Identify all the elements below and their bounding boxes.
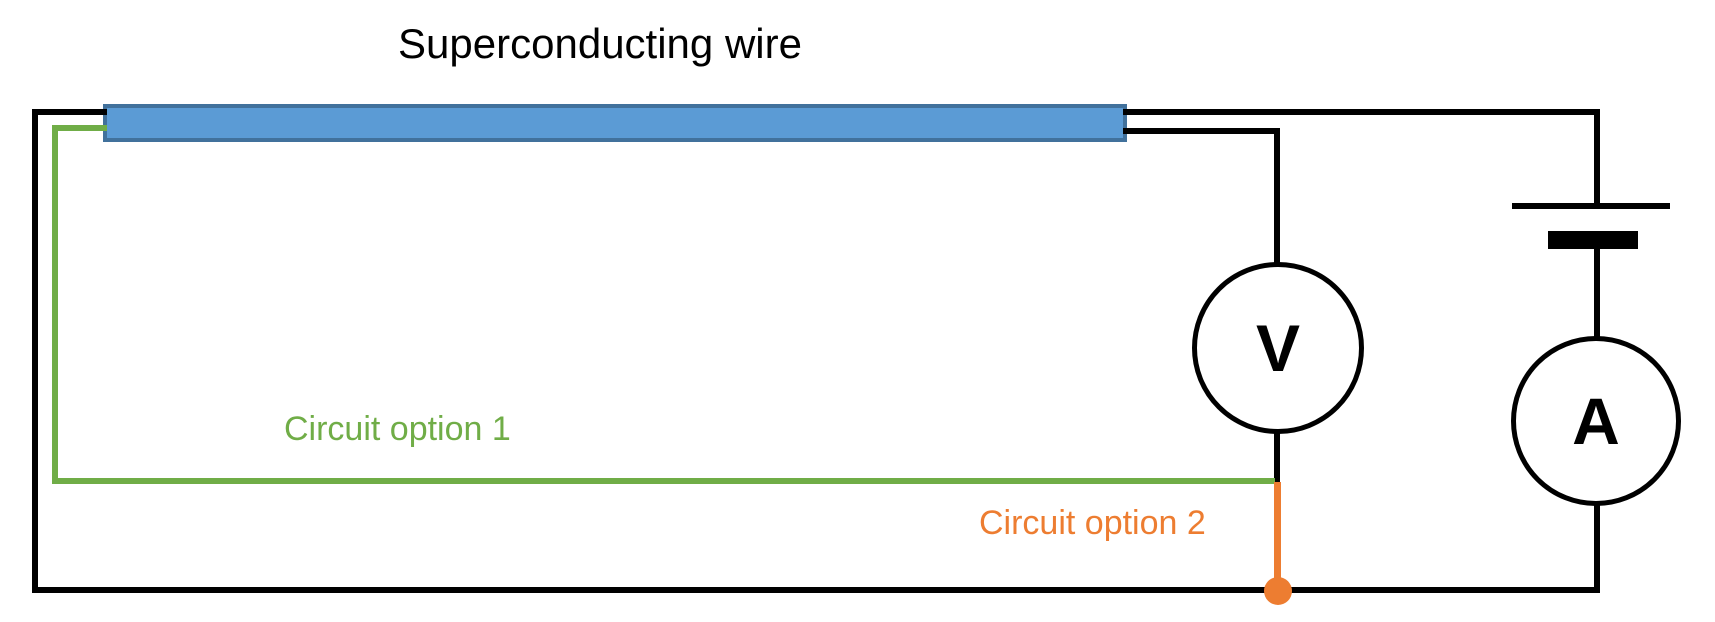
- wire-voltmeter-bottom-lead: [1274, 432, 1280, 484]
- wire-battery-to-ammeter: [1594, 249, 1600, 338]
- green-wire-left-vertical: [52, 125, 58, 484]
- junction-node-icon: [1264, 577, 1292, 605]
- battery-short-plate: [1548, 231, 1638, 249]
- wire-voltmeter-branch-vertical: [1274, 128, 1280, 264]
- wire-bottom-horizontal: [32, 587, 1600, 593]
- superconducting-wire-bar: [103, 104, 1127, 142]
- wire-top-right-horizontal: [1123, 109, 1600, 115]
- wire-right-to-battery: [1594, 109, 1600, 206]
- wire-left-vertical: [32, 109, 38, 593]
- wire-voltmeter-branch-horizontal: [1123, 128, 1280, 134]
- voltmeter-symbol: V: [1255, 311, 1301, 385]
- green-wire-top-horizontal: [52, 125, 107, 131]
- ammeter-symbol: A: [1572, 384, 1620, 458]
- voltmeter-icon: V: [1192, 262, 1364, 434]
- circuit-option-2-label: Circuit option 2: [979, 504, 1206, 542]
- wire-top-left-horizontal: [32, 109, 107, 115]
- circuit-option-1-label: Circuit option 1: [284, 410, 511, 448]
- orange-wire-vertical: [1274, 482, 1281, 591]
- battery-long-plate: [1512, 203, 1670, 209]
- diagram-title: Superconducting wire: [398, 20, 802, 67]
- green-wire-bottom-horizontal: [52, 478, 1275, 484]
- wire-ammeter-to-bottom: [1594, 504, 1600, 590]
- ammeter-icon: A: [1511, 336, 1681, 506]
